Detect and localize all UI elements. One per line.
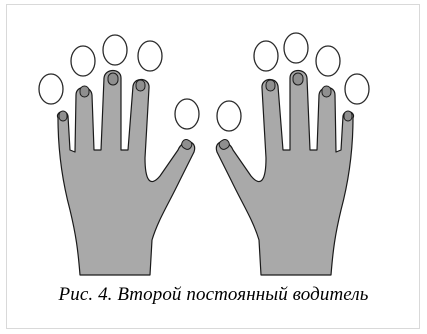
right-hand-nail xyxy=(293,73,303,85)
right-hand-nail xyxy=(344,111,352,121)
right-hand xyxy=(216,71,353,276)
finger-marker-oval xyxy=(138,41,162,71)
left-hand-nail xyxy=(80,86,89,97)
left-hand-nail xyxy=(136,80,145,91)
right-hand-silhouette xyxy=(216,71,353,276)
left-hand xyxy=(57,71,194,276)
left-hand-nail xyxy=(108,73,118,85)
finger-marker-oval xyxy=(316,46,340,76)
finger-marker-oval xyxy=(175,99,199,129)
finger-marker-oval xyxy=(39,74,63,104)
finger-marker-oval xyxy=(103,35,127,65)
finger-marker-oval xyxy=(254,41,278,71)
right-hand-nail xyxy=(266,80,275,91)
finger-marker-oval xyxy=(217,101,241,131)
right-hand-nail xyxy=(322,86,331,97)
finger-marker-oval xyxy=(71,46,95,76)
left-hand-nail xyxy=(59,111,67,121)
finger-marker-oval xyxy=(345,74,369,104)
finger-marker-oval xyxy=(284,33,308,63)
left-hand-silhouette xyxy=(57,71,194,276)
figure-caption: Рис. 4. Второй постоянный водитель xyxy=(0,284,427,306)
